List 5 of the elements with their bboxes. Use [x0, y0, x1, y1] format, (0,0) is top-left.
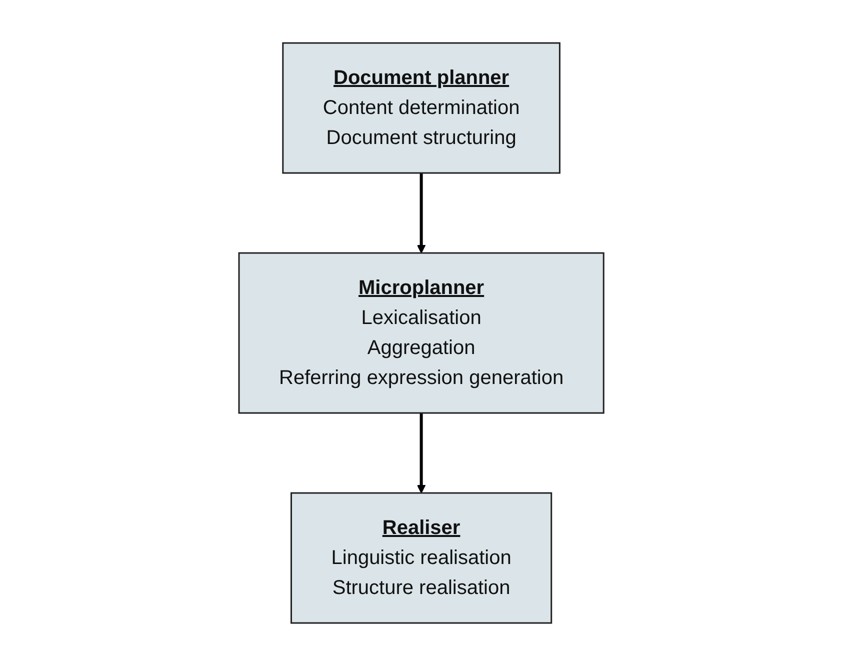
arrow: [416, 172, 426, 253]
node-box: Microplanner Lexicalisation Aggregation Referring expression generation: [238, 252, 604, 414]
arrow: [416, 412, 426, 493]
node-box: Realiser Linguistic realisation Structure realisation: [290, 492, 552, 624]
node-box: Document planner Content determination Document structuring: [282, 42, 560, 174]
